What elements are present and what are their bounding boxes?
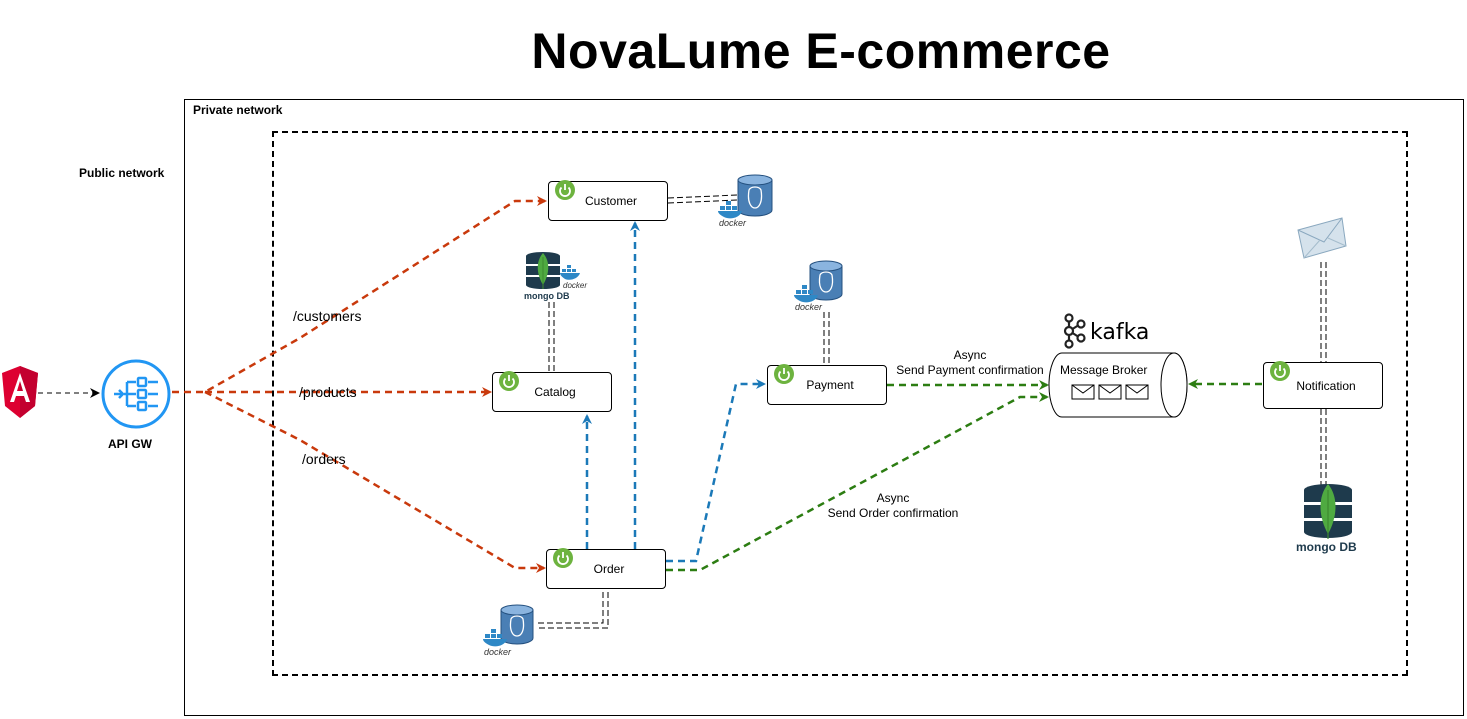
route-orders-label: /orders xyxy=(302,451,346,467)
async-order-note: Async Send Order confirmation xyxy=(818,491,968,521)
postgres-db-icon xyxy=(483,604,534,647)
spring-boot-icon xyxy=(774,364,794,384)
route-customers-arrow xyxy=(172,196,547,394)
payment-service[interactable]: Payment xyxy=(767,364,887,405)
postgres-db-icon xyxy=(794,260,843,303)
payment-db-link xyxy=(823,312,830,365)
mongo-label: mongo DB xyxy=(1296,540,1357,554)
api-gateway-label: API GW xyxy=(108,437,152,451)
docker-label: docker xyxy=(795,302,823,312)
payment-database: docker xyxy=(794,260,854,316)
catalog-service-label: Catalog xyxy=(534,385,576,399)
notification-email-link xyxy=(1320,262,1327,362)
async-payment-note: Async Send Payment confirmation xyxy=(892,348,1048,378)
customer-service-label: Customer xyxy=(584,194,637,208)
notification-database: mongo DB xyxy=(1294,482,1364,558)
route-customers-label: /customers xyxy=(293,308,362,324)
mongo-label: mongo DB xyxy=(524,291,570,301)
async-order-note-line2: Send Order confirmation xyxy=(827,506,959,520)
order-service-label: Order xyxy=(593,562,625,576)
async-payment-note-line2: Send Payment confirmation xyxy=(896,363,1044,377)
email-icon xyxy=(1297,217,1347,259)
docker-label: docker xyxy=(484,647,512,657)
kafka-logo-text: kafka xyxy=(1090,320,1150,345)
customer-service[interactable]: Customer xyxy=(548,180,668,221)
payment-service-label: Payment xyxy=(806,378,854,392)
docker-label: docker xyxy=(719,218,747,228)
notification-service[interactable]: Notification xyxy=(1263,361,1383,409)
order-to-payment-arrow xyxy=(666,379,766,563)
order-service[interactable]: Order xyxy=(546,548,666,589)
async-order-note-line1: Async xyxy=(876,491,910,505)
order-database: docker xyxy=(483,604,543,660)
customer-db-link xyxy=(667,194,739,204)
private-network-label: Private network xyxy=(193,103,283,117)
catalog-service[interactable]: Catalog xyxy=(492,371,612,412)
docker-label: docker xyxy=(563,281,588,290)
order-to-broker-arrow xyxy=(666,392,1049,572)
notification-service-label: Notification xyxy=(1296,378,1356,393)
spring-boot-icon xyxy=(499,371,519,391)
message-broker-label: Message Broker xyxy=(1060,363,1148,377)
private-network-boundary xyxy=(184,99,1464,716)
message-broker[interactable] xyxy=(1048,352,1190,418)
catalog-database: docker mongo DB xyxy=(522,251,588,305)
public-network-label: Public network xyxy=(79,166,165,180)
async-payment-note-line1: Async xyxy=(953,348,987,362)
angular-client-icon xyxy=(2,366,38,418)
spring-boot-icon xyxy=(555,180,575,200)
diagram-title: NovaLume E-commerce xyxy=(531,23,1111,79)
route-orders-arrow xyxy=(204,390,546,573)
spring-boot-icon xyxy=(553,548,573,568)
notification-db-link xyxy=(1320,409,1327,486)
kafka-logo-icon xyxy=(1063,313,1086,349)
order-db-link xyxy=(536,592,609,629)
postgres-db-icon xyxy=(718,174,773,219)
mongodb-icon xyxy=(1304,484,1352,539)
customer-database: docker xyxy=(718,174,778,230)
api-gateway-icon[interactable] xyxy=(100,358,172,430)
catalog-db-link xyxy=(548,302,555,371)
route-products-label: /products xyxy=(299,384,357,400)
mongodb-icon xyxy=(526,252,580,289)
spring-boot-icon xyxy=(1270,361,1290,381)
service-cluster-boundary xyxy=(272,131,1408,676)
